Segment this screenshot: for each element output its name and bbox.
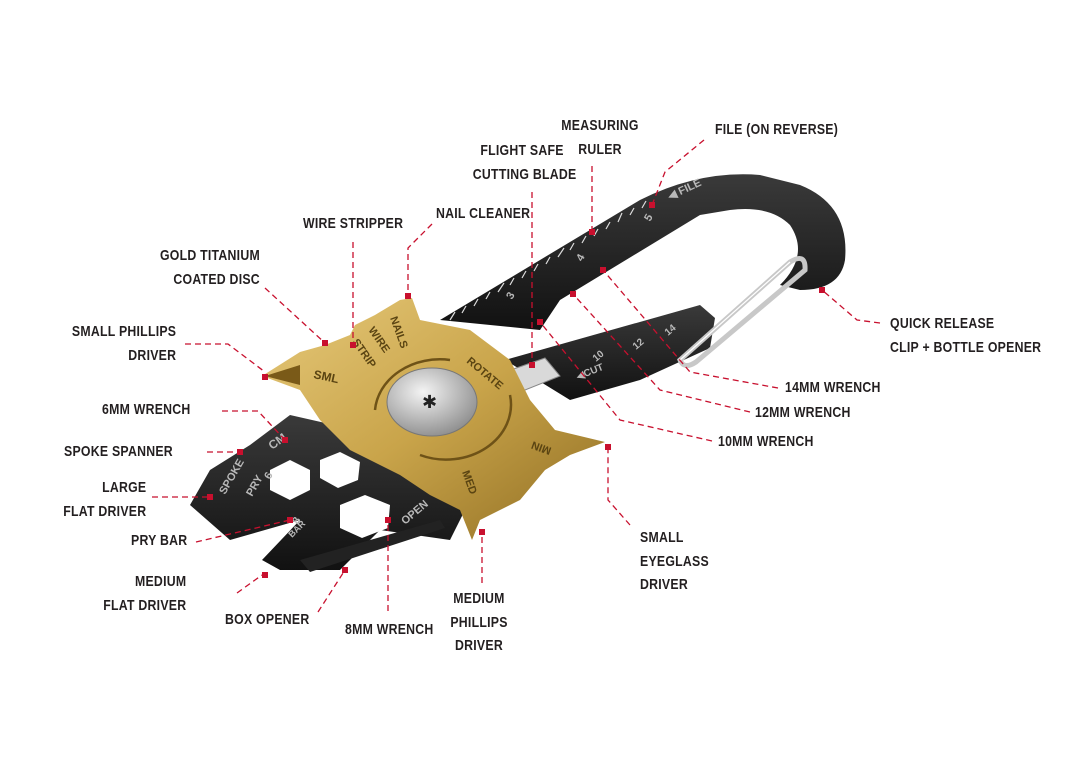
label-8mm-wrench: 8MM WRENCH (345, 621, 434, 638)
quick-release-clip (677, 255, 808, 368)
label-12mm-wrench: 12MM WRENCH (755, 404, 851, 421)
label-spoke-spanner: SPOKE SPANNER (64, 443, 173, 460)
label-wire-stripper: WIRE STRIPPER (303, 215, 404, 232)
label-file: FILE (ON REVERSE) (715, 121, 839, 138)
center-bolt (386, 367, 478, 437)
rotate-arrow-icon (373, 358, 451, 411)
label-14mm-wrench: 14MM WRENCH (785, 379, 881, 396)
leader-dots (207, 202, 825, 578)
phillips-head-icon: ✱ (422, 392, 437, 413)
ruler-mark: 3 (504, 290, 517, 301)
label-6mm-wrench: 6MM WRENCH (102, 401, 191, 418)
label-10mm-wrench: 10MM WRENCH (718, 433, 814, 450)
label-pry-bar: PRY BAR (131, 532, 188, 549)
sml-engraving: SML (312, 367, 340, 386)
size-engraving: 6 (262, 470, 275, 481)
rotate-arrow-icon (419, 394, 513, 461)
leader-lines (152, 139, 881, 613)
gold-titanium-disc: SML NAILS WIRE STRIP ROTATE MIN MED ✱ (262, 298, 605, 540)
label-box-opener: BOX OPENER (225, 611, 310, 628)
size-engraving: 8 (290, 515, 303, 526)
ruler-mark: 5 (642, 212, 655, 223)
label-nail-cleaner: NAIL CLEANER (436, 205, 531, 222)
